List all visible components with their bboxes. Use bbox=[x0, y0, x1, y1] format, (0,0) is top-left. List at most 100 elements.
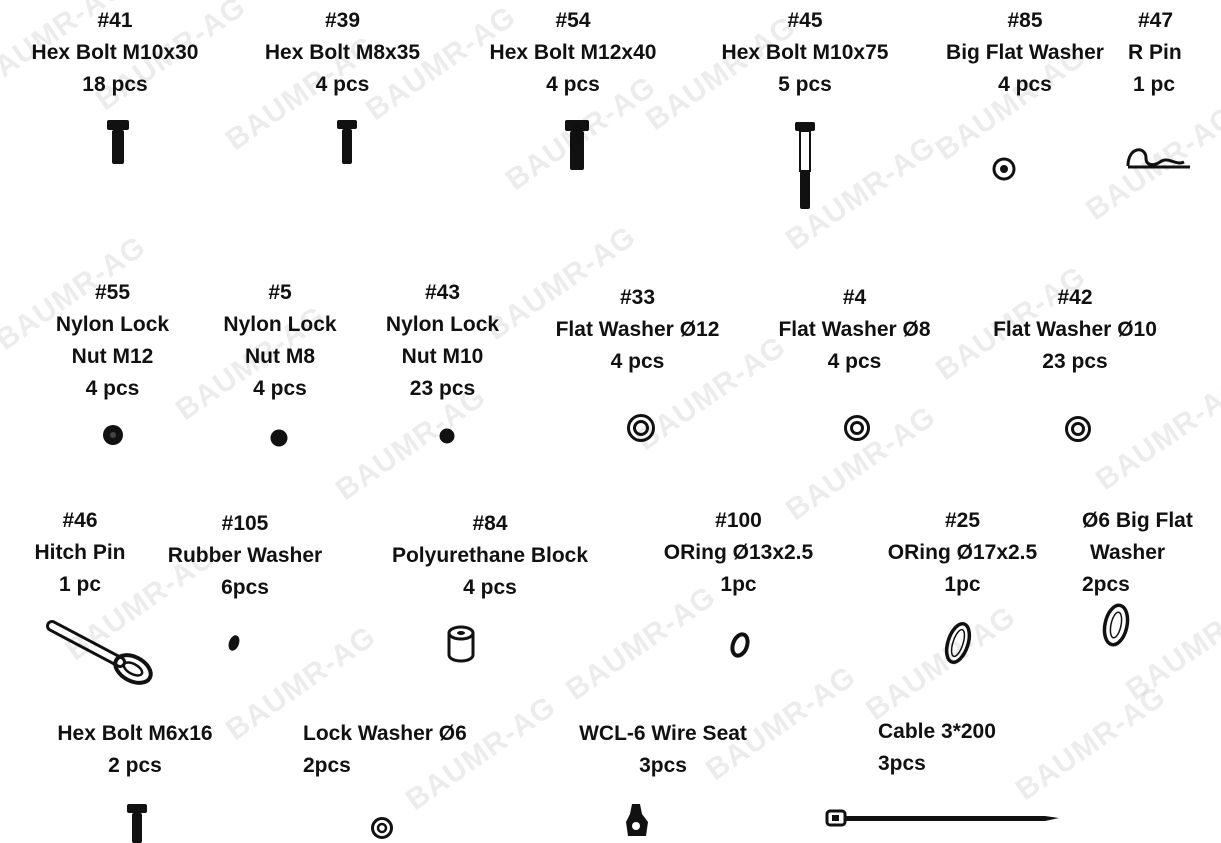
part-name: Cable 3*200 bbox=[878, 720, 996, 743]
part-qty: 2pcs bbox=[303, 754, 351, 777]
part-name: R Pin bbox=[1128, 41, 1182, 64]
hex-bolt-icon bbox=[337, 120, 357, 164]
part-item: #46 Hitch Pin 1 pc bbox=[20, 505, 140, 601]
part-item: #55 Nylon Lock Nut M12 4 pcs bbox=[40, 277, 185, 405]
hex-bolt-icon bbox=[107, 120, 129, 164]
nut-icon bbox=[439, 428, 455, 444]
part-name: Hex Bolt M8x35 bbox=[264, 41, 421, 64]
part-item: #43 Nylon Lock Nut M10 23 pcs bbox=[370, 277, 515, 405]
part-name: Nylon Lock bbox=[385, 313, 500, 336]
part-item: #5 Nylon Lock Nut M8 4 pcs bbox=[205, 277, 355, 405]
part-name: Hex Bolt M10x75 bbox=[721, 41, 889, 64]
o-ring-icon bbox=[730, 632, 750, 658]
o-ring-icon bbox=[1102, 603, 1130, 647]
part-name: Flat Washer Ø10 bbox=[993, 318, 1157, 341]
part-qty: 4 pcs bbox=[546, 73, 600, 96]
part-item: #41 Hex Bolt M10x30 18 pcs bbox=[0, 5, 230, 101]
part-item: #33 Flat Washer Ø12 4 pcs bbox=[530, 282, 745, 378]
part-item: Hex Bolt M6x16 2 pcs bbox=[30, 718, 240, 782]
part-qty: 3pcs bbox=[878, 752, 926, 775]
part-item: #54 Hex Bolt M12x40 4 pcs bbox=[462, 5, 684, 101]
cable-tie-icon bbox=[825, 809, 1059, 827]
part-qty: 2pcs bbox=[1082, 573, 1130, 596]
part-number: #100 bbox=[715, 509, 762, 532]
part-item: #4 Flat Washer Ø8 4 pcs bbox=[752, 282, 957, 378]
part-name: Ø6 Big Flat bbox=[1082, 509, 1193, 532]
part-name: Nylon Lock bbox=[223, 313, 337, 336]
part-qty: 4 pcs bbox=[253, 377, 307, 400]
part-qty: 23 pcs bbox=[1042, 350, 1108, 373]
part-qty: 1pc bbox=[944, 573, 981, 596]
part-name: ORing Ø13x2.5 bbox=[663, 541, 814, 564]
part-name-line2: Washer bbox=[1090, 541, 1166, 564]
long-hex-bolt-icon bbox=[795, 122, 815, 209]
part-qty: 5 pcs bbox=[778, 73, 832, 96]
part-qty: 4 pcs bbox=[463, 576, 517, 599]
block-icon bbox=[447, 625, 475, 663]
part-name-line2: Nut M8 bbox=[245, 345, 315, 368]
part-item: #85 Big Flat Washer 4 pcs bbox=[925, 5, 1125, 101]
part-number: #47 bbox=[1138, 9, 1174, 32]
part-qty: 4 pcs bbox=[315, 73, 370, 96]
o-ring-icon bbox=[944, 621, 972, 665]
part-name: Flat Washer Ø12 bbox=[555, 318, 720, 341]
nut-icon bbox=[270, 429, 288, 447]
part-number: #42 bbox=[1057, 286, 1093, 309]
washer-icon bbox=[992, 157, 1016, 181]
part-number: #46 bbox=[62, 509, 98, 532]
part-number: #25 bbox=[944, 509, 981, 532]
washer-icon bbox=[844, 415, 870, 441]
part-number: #54 bbox=[555, 9, 591, 32]
part-item: #100 ORing Ø13x2.5 1pc bbox=[636, 505, 841, 601]
part-qty: 3pcs bbox=[639, 754, 687, 777]
part-qty: 4 pcs bbox=[827, 350, 882, 373]
part-number: #39 bbox=[324, 9, 361, 32]
part-name: Hex Bolt M12x40 bbox=[489, 41, 657, 64]
part-item: #25 ORing Ø17x2.5 1pc bbox=[860, 505, 1065, 601]
part-number: #33 bbox=[619, 286, 656, 309]
part-name: Rubber Washer bbox=[167, 544, 323, 567]
part-qty: 1 pc bbox=[1133, 73, 1176, 96]
part-qty: 4 pcs bbox=[998, 73, 1052, 96]
part-name: Hex Bolt M6x16 bbox=[57, 722, 213, 745]
lock-washer-icon bbox=[371, 817, 393, 839]
nut-icon bbox=[103, 425, 123, 445]
hex-bolt-icon bbox=[127, 804, 147, 843]
part-number: #41 bbox=[97, 9, 133, 32]
hex-bolt-icon bbox=[565, 120, 589, 170]
part-qty: 23 pcs bbox=[409, 377, 476, 400]
part-name: Hex Bolt M10x30 bbox=[31, 41, 199, 64]
part-name: WCL-6 Wire Seat bbox=[579, 722, 747, 745]
part-name: Nylon Lock bbox=[55, 313, 170, 336]
part-name: ORing Ø17x2.5 bbox=[887, 541, 1038, 564]
part-item: WCL-6 Wire Seat 3pcs bbox=[548, 718, 778, 782]
watermark: BAUMR-AG bbox=[1090, 369, 1221, 498]
part-number: #4 bbox=[842, 286, 867, 309]
part-item: #105 Rubber Washer 6pcs bbox=[145, 508, 345, 604]
part-name: Big Flat Washer bbox=[946, 41, 1104, 64]
part-item: #45 Hex Bolt M10x75 5 pcs bbox=[695, 5, 915, 101]
part-qty: 4 pcs bbox=[85, 377, 140, 400]
part-item: #42 Flat Washer Ø10 23 pcs bbox=[965, 282, 1185, 378]
r-pin-icon bbox=[1126, 148, 1190, 169]
part-item: #39 Hex Bolt M8x35 4 pcs bbox=[240, 5, 445, 101]
part-qty: 1 pc bbox=[58, 573, 102, 596]
part-qty: 4 pcs bbox=[610, 350, 665, 373]
part-item: #84 Polyurethane Block 4 pcs bbox=[365, 508, 615, 604]
washer-icon bbox=[1065, 416, 1091, 442]
part-number: #43 bbox=[424, 281, 461, 304]
washer-icon bbox=[627, 414, 655, 442]
part-number: #84 bbox=[472, 512, 508, 535]
part-name: Hitch Pin bbox=[34, 541, 126, 564]
part-qty: 2 pcs bbox=[108, 754, 162, 777]
part-qty: 1pc bbox=[720, 573, 757, 596]
part-number: #55 bbox=[94, 281, 131, 304]
part-number: #45 bbox=[787, 9, 823, 32]
part-item: Lock Washer Ø6 2pcs bbox=[303, 718, 523, 782]
wire-seat-icon bbox=[626, 804, 648, 836]
part-number: #85 bbox=[1007, 9, 1043, 32]
part-name-line2: Nut M10 bbox=[401, 345, 484, 368]
part-name: Lock Washer Ø6 bbox=[303, 722, 467, 745]
part-name-line2: Nut M12 bbox=[71, 345, 154, 368]
rubber-washer-icon bbox=[228, 635, 240, 651]
